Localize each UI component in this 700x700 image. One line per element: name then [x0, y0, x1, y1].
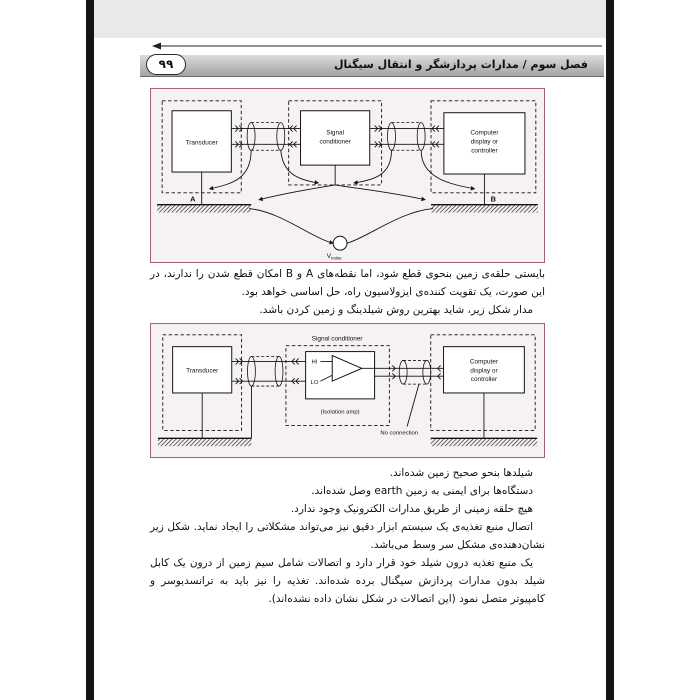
- computer-label-line2: display or: [471, 138, 499, 145]
- shield-end: [246, 122, 256, 151]
- arrow-left-icon: [152, 42, 161, 50]
- output-shielded-cable: [361, 360, 444, 385]
- page-content: Transducer A Signal: [150, 88, 545, 608]
- shield-end: [416, 122, 426, 151]
- shield-end: [274, 356, 284, 387]
- connector-chevron-icon: [392, 365, 396, 380]
- transducer-label: Transducer: [186, 367, 219, 374]
- connector-chevron-icon: [289, 125, 297, 148]
- transducer-block: Transducer: [162, 334, 243, 439]
- signal-conditioner-block: Signal conditioner HI LO (Isolation amp): [285, 336, 390, 426]
- computer-block: Computer display or controller: [430, 334, 536, 439]
- transducer-label: Transducer: [186, 139, 219, 146]
- ground-hatch-left: [157, 438, 252, 447]
- connector-chevron-icon: [235, 358, 244, 385]
- hi-input-label: HI: [312, 359, 318, 365]
- current-arrow: [258, 184, 336, 201]
- isolation-amp-label: (Isolation amp): [321, 410, 360, 416]
- ground-hatch-right: [431, 204, 538, 213]
- computer-label-line3: controller: [471, 376, 498, 383]
- v-noise-subscript: noise: [331, 256, 342, 261]
- transducer-block: Transducer A: [161, 100, 242, 205]
- connector-chevron-icon: [437, 365, 441, 380]
- transducer-box: [171, 110, 232, 173]
- v-noise-label: Vnoise: [327, 253, 342, 260]
- isolation-amp-diagram: Transducer Signal conditioner HI: [157, 334, 538, 447]
- shield-end: [398, 360, 408, 385]
- chapter-title: فصل سوم / مدارات پردازشگر و انتقال سیگنا…: [333, 58, 588, 71]
- figure-isolation-amp: Transducer Signal conditioner HI: [150, 323, 545, 458]
- paragraph: اتصال منبع تغذیه‌ی یک سیستم ابزار دقیق ن…: [150, 521, 545, 551]
- signal-conditioner-block: Signal conditioner: [258, 100, 426, 202]
- ground-hatch-left: [157, 204, 252, 213]
- ground-loop-wire: [346, 208, 434, 244]
- computer-label-line3: controller: [471, 147, 498, 154]
- ground-planes: [157, 203, 538, 213]
- current-arrow: [353, 150, 392, 185]
- page-number: ۹۹: [146, 54, 186, 75]
- no-connection-label: No connection: [380, 430, 418, 436]
- text-block-2: شیلدها بنحو صحیح زمین شده‌اند. دستگاه‌ها…: [150, 464, 545, 608]
- signal-conditioner-label-line2: conditioner: [319, 138, 351, 145]
- computer-label-line1: Computer: [470, 358, 499, 365]
- input-shielded-cable: [231, 356, 306, 439]
- signal-conditioner-label: Signal conditioner: [312, 336, 364, 343]
- current-arrow: [420, 150, 476, 191]
- point-a-label: A: [190, 195, 196, 204]
- shield-end: [422, 360, 432, 385]
- computer-label-line1: Computer: [470, 129, 499, 136]
- transducer-box: [172, 346, 233, 394]
- connector-chevron-icon: [374, 125, 383, 148]
- computer-enclosure: [430, 334, 536, 431]
- shield-end: [247, 356, 256, 387]
- ground-planes: [157, 437, 538, 447]
- connector-chevron-icon: [234, 125, 243, 148]
- v-noise-symbol: V: [327, 253, 332, 260]
- paragraph: یک منبع تغذیه درون شیلد خود قرار دارد و …: [150, 557, 545, 605]
- paragraph: مدار شکل زیر، شاید بهترین روش شیلدینگ و …: [259, 304, 533, 316]
- current-arrow: [280, 150, 320, 185]
- computer-block: Computer display or controller B: [430, 100, 537, 205]
- header-rule-arrow: [152, 42, 602, 50]
- shield-end: [276, 122, 286, 151]
- computer-box: [443, 112, 526, 175]
- point-b-label: B: [491, 195, 497, 204]
- amp-input-wire: [320, 374, 333, 382]
- connector-chevron-icon: [431, 125, 440, 148]
- chapter-header-bar: فصل سوم / مدارات پردازشگر و انتقال سیگنا…: [140, 55, 604, 77]
- ground-loop-wire: [249, 208, 334, 245]
- figure-ground-loop: Transducer A Signal: [150, 88, 545, 263]
- current-arrow: [335, 184, 426, 202]
- lo-input-label: LO: [311, 380, 319, 386]
- paragraph: بایستی حلقه‌ی زمین بنحوی قطع شود، اما نق…: [150, 268, 545, 298]
- no-connection-leader: [406, 383, 420, 427]
- computer-enclosure: [430, 100, 537, 194]
- amplifier-triangle-icon: [331, 354, 364, 382]
- computer-label-line2: display or: [470, 367, 498, 374]
- connector-chevron-icon: [291, 358, 300, 385]
- current-arrow: [208, 150, 252, 191]
- ground-loop: Vnoise: [249, 208, 434, 261]
- ground-loop-diagram: Transducer A Signal: [157, 100, 538, 261]
- paragraph: دستگاه‌ها برای ایمنی به زمین earth وصل ش…: [311, 485, 533, 497]
- signal-conditioner-enclosure: [285, 345, 390, 426]
- signal-conditioner-box: [300, 110, 371, 166]
- paragraph: شیلدها بنحو صحیح زمین شده‌اند.: [389, 467, 533, 479]
- no-connection-note: No connection: [380, 383, 420, 436]
- text-block-1: بایستی حلقه‌ی زمین بنحوی قطع شود، اما نق…: [150, 265, 545, 319]
- ground-hatch-right: [430, 438, 538, 447]
- right-shielded-cable: [353, 122, 476, 191]
- page-top-band: [94, 0, 606, 38]
- noise-source-icon: [332, 235, 348, 251]
- shield-end: [387, 122, 396, 151]
- signal-conditioner-label-line1: Signal: [326, 129, 344, 136]
- computer-box: [443, 346, 525, 394]
- paragraph: هیچ حلقه زمینی از طریق مدارات الکترونیک …: [290, 503, 533, 515]
